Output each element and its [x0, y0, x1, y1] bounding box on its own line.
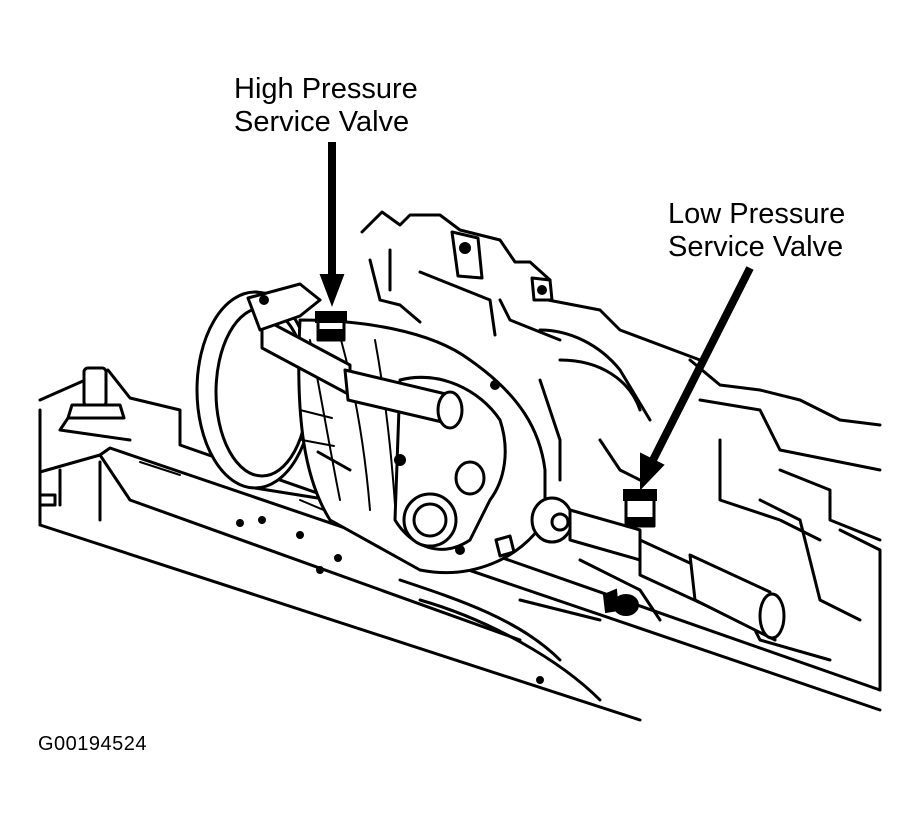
- low-pressure-label-line2: Service Valve: [668, 231, 844, 263]
- low-pressure-line: [530, 489, 786, 642]
- radiator-support: [38, 368, 882, 722]
- engine-manifold: [360, 210, 882, 692]
- figure-id: G00194524: [38, 733, 148, 755]
- compressor-body: [297, 318, 547, 575]
- low-pressure-service-valve-label: Low Pressure Service Valve: [668, 198, 845, 264]
- high-pressure-label-line2: Service Valve: [234, 106, 410, 138]
- fan-shroud: [398, 578, 602, 702]
- low-pressure-label-line1: Low Pressure: [668, 198, 846, 230]
- high-pressure-service-valve-label: High Pressure Service Valve: [234, 73, 418, 139]
- high-pressure-callout-arrow: [319, 142, 345, 307]
- high-pressure-label-line1: High Pressure: [234, 73, 418, 105]
- high-pressure-line: [246, 282, 464, 430]
- radiator-cap: [58, 366, 132, 442]
- low-pressure-callout-arrow: [640, 266, 754, 491]
